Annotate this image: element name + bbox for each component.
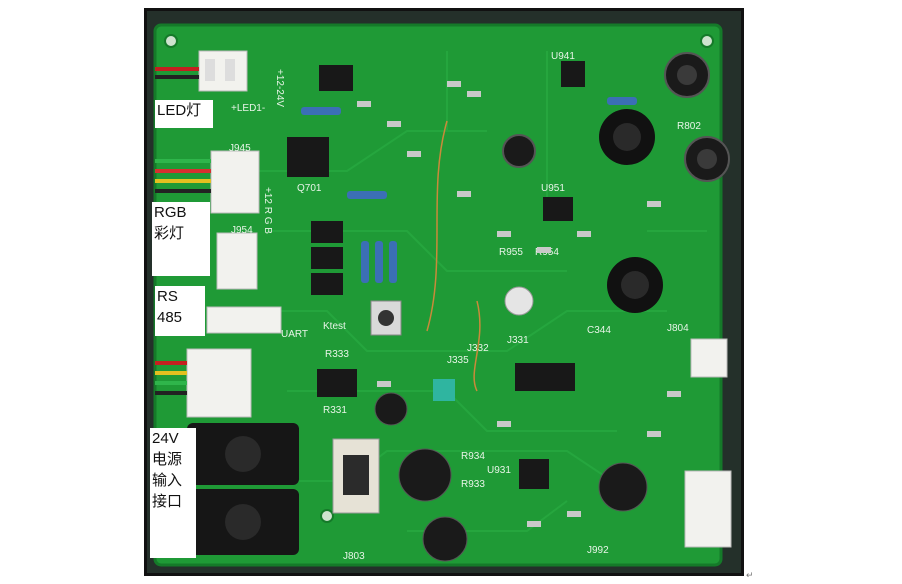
silk-j335: J335 xyxy=(447,355,469,366)
ktest-button xyxy=(370,300,402,336)
j804-connector xyxy=(690,338,728,378)
silk-r933: R933 xyxy=(461,479,485,490)
silk-j992: J992 xyxy=(587,545,609,556)
silk-uart: UART xyxy=(281,329,308,340)
silk-c344: C344 xyxy=(587,325,611,336)
copper-traces xyxy=(207,51,707,532)
silk-j803: J803 xyxy=(343,551,365,562)
dc-power-jacks xyxy=(187,423,299,555)
electrolytic-capacitors xyxy=(374,52,730,562)
pcb-board: +LED1- +12-24V J945 Q701 J954 +12 R G B … xyxy=(147,11,741,573)
silk-led-header: +LED1- xyxy=(231,103,265,114)
power-switch xyxy=(332,438,380,514)
pcb-photo-frame: +LED1- +12-24V J945 Q701 J954 +12 R G B … xyxy=(144,8,744,576)
silk-j954: J954 xyxy=(231,225,253,236)
label-rs485: RS 485 xyxy=(155,286,205,336)
silk-q701: Q701 xyxy=(297,183,322,194)
wire-jumper-2 xyxy=(473,300,481,392)
silk-ktest: Ktest xyxy=(323,321,346,332)
led-connector xyxy=(155,50,248,92)
rs485-connector xyxy=(206,306,282,334)
j992-connector xyxy=(684,470,732,548)
silk-u941: U941 xyxy=(551,51,575,62)
uart-connector xyxy=(155,348,252,418)
silk-u931: U931 xyxy=(487,465,511,476)
silk-r331: R331 xyxy=(323,405,347,416)
integrated-circuits xyxy=(287,61,585,489)
label-24v-power-input: 24V 电源 输入 接口 xyxy=(150,428,196,558)
resistors xyxy=(301,97,637,283)
silk-rgb-header: +12 R G B xyxy=(262,187,273,234)
silk-r333: R333 xyxy=(325,349,349,360)
silk-12-24v: +12-24V xyxy=(274,69,285,107)
inductors xyxy=(599,109,663,313)
silk-j804: J804 xyxy=(667,323,689,334)
silk-u951: U951 xyxy=(541,183,565,194)
silk-r802: R802 xyxy=(677,121,701,132)
smd-components xyxy=(357,81,681,527)
paragraph-mark: ↵ xyxy=(746,570,754,580)
label-led-light: LED灯 xyxy=(155,100,213,128)
rgb-header-2 xyxy=(216,232,258,290)
silk-j945: J945 xyxy=(229,143,251,154)
silk-j331: J331 xyxy=(507,335,529,346)
rgb-connector xyxy=(155,150,260,214)
wire-jumper xyxy=(426,120,448,332)
jumper-j335 xyxy=(433,379,455,401)
silk-r934: R934 xyxy=(461,451,485,462)
silk-r955: R955 xyxy=(499,247,523,258)
label-rgb-light: RGB 彩灯 xyxy=(152,202,210,276)
